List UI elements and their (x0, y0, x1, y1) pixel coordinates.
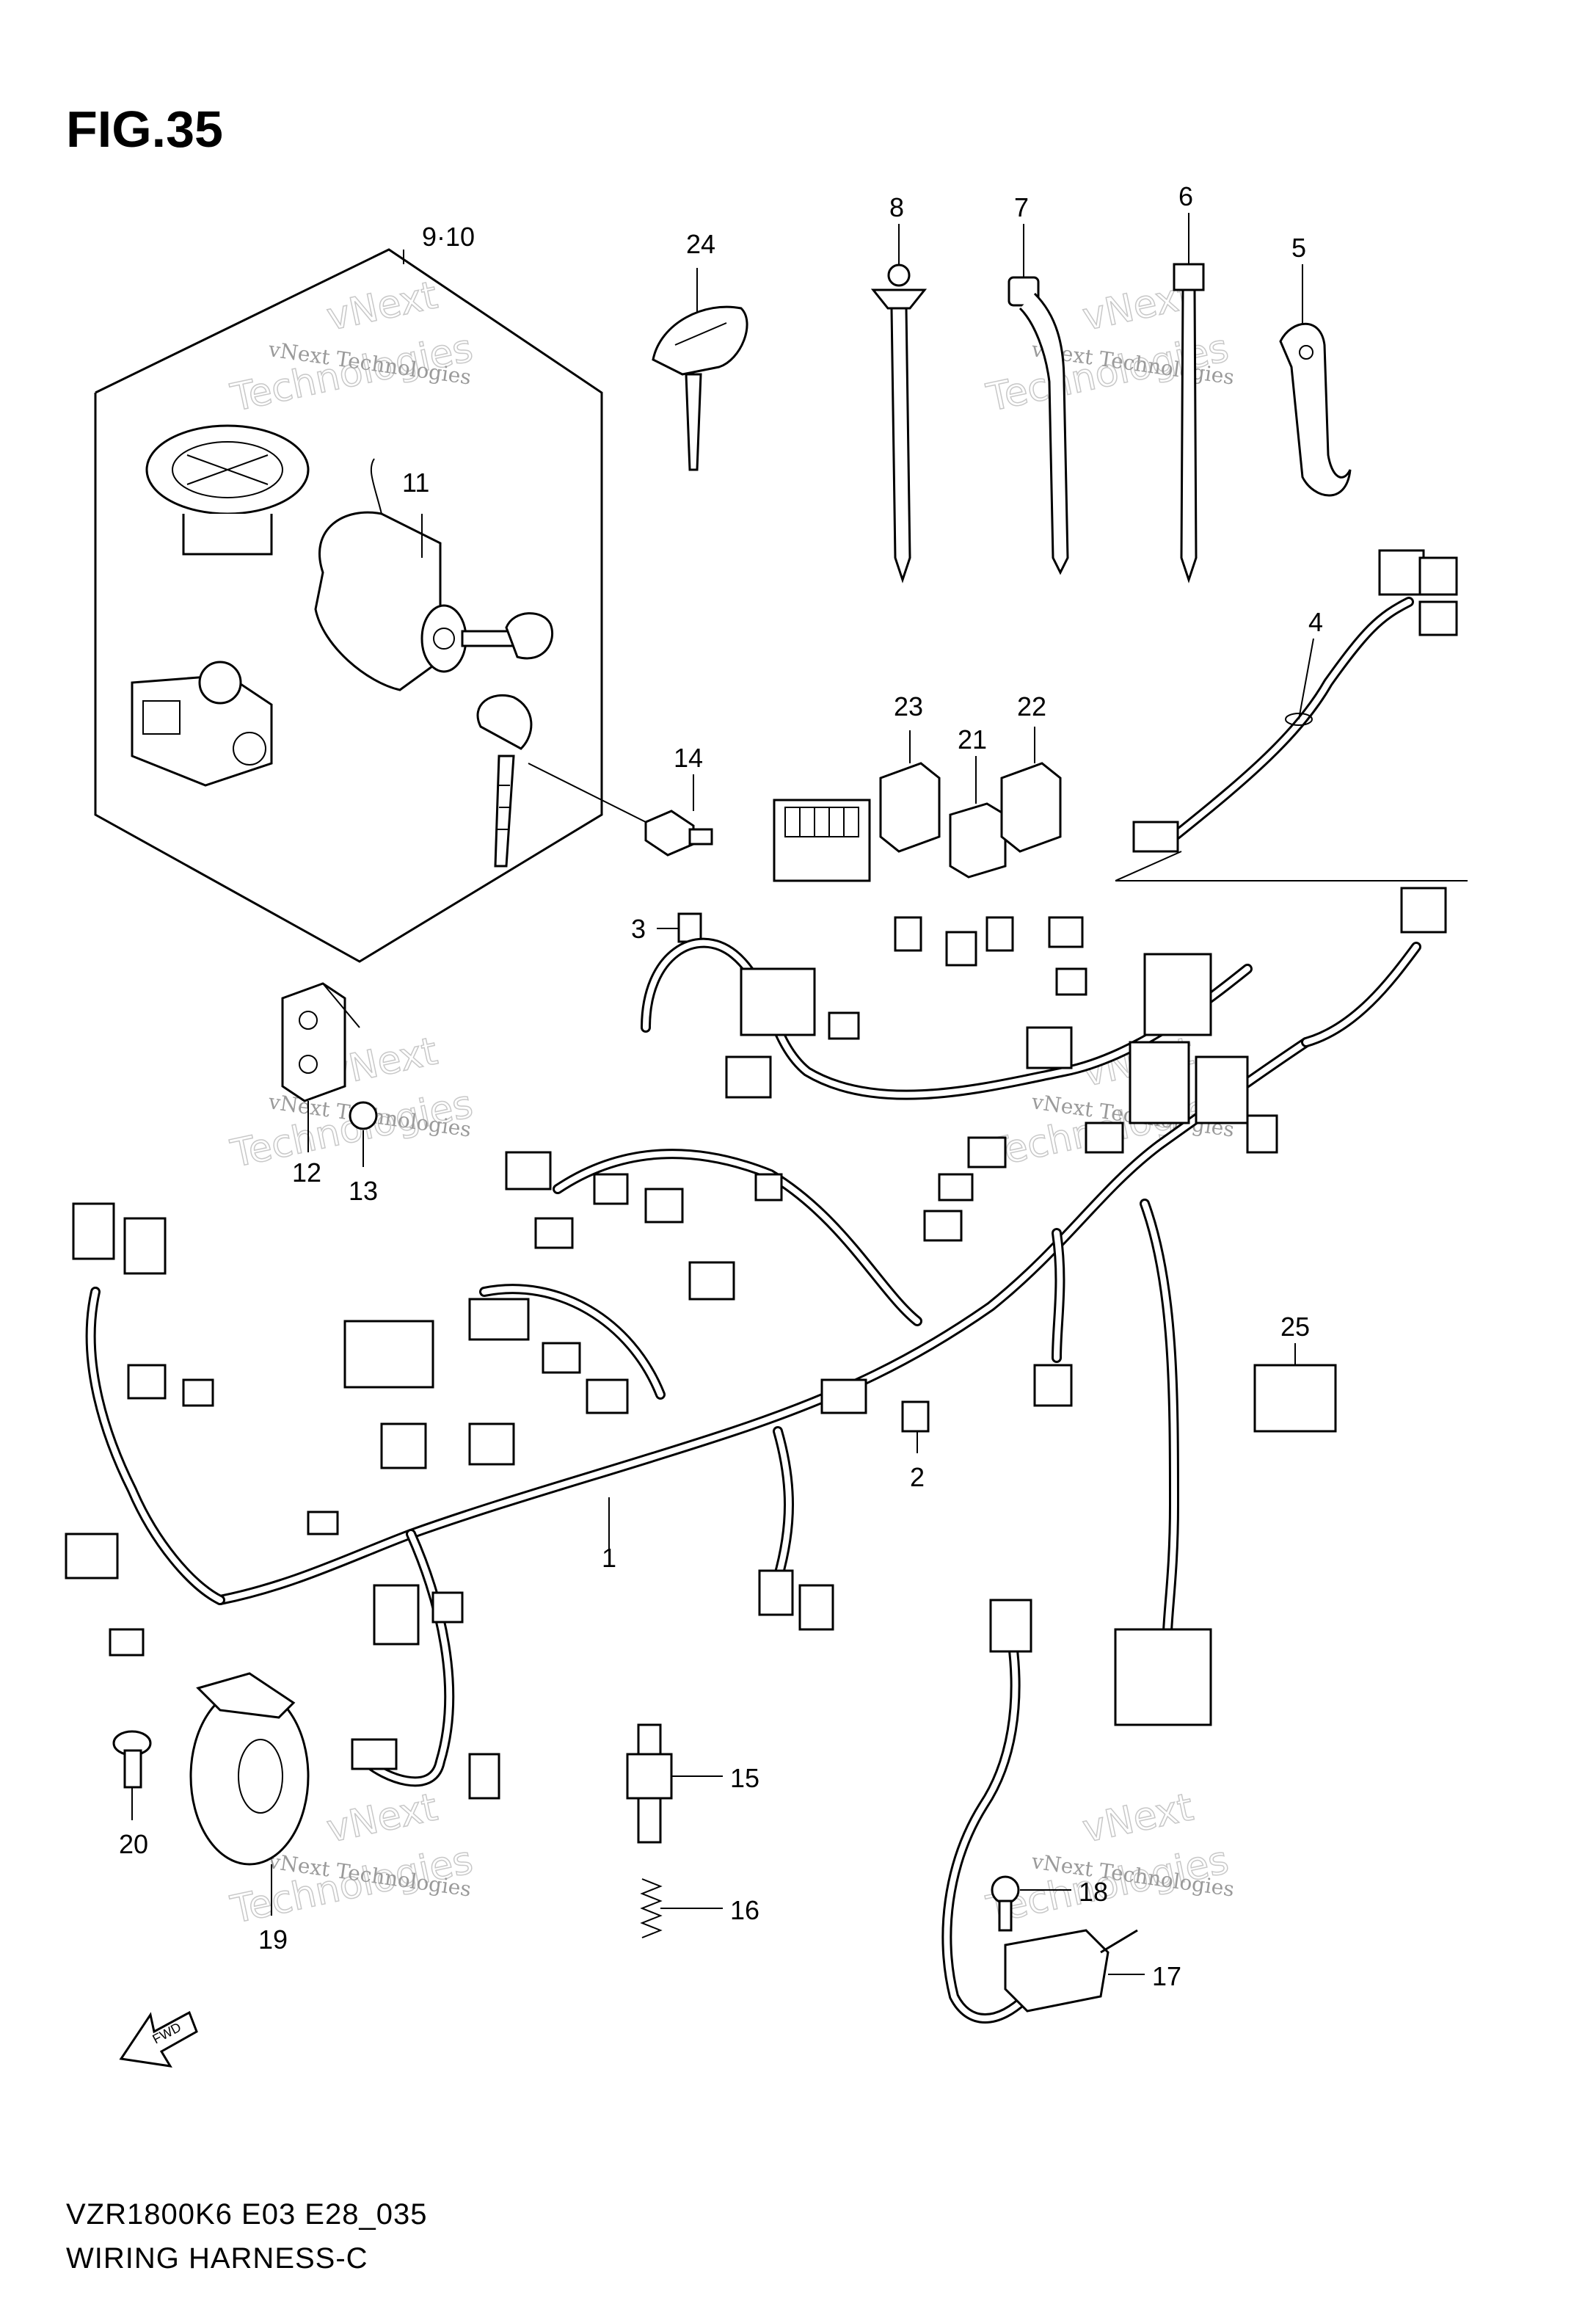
svg-text:vNext: vNext (323, 273, 441, 339)
bracket-12 (281, 982, 360, 1102)
bolt-14 (644, 810, 713, 857)
callout-4: 4 (1308, 607, 1323, 637)
callout-14: 14 (674, 743, 703, 773)
switch-15 (626, 1723, 673, 1844)
callout-8: 8 (889, 192, 904, 222)
spring-16 (640, 1878, 663, 1938)
sensor-17 (941, 1599, 1138, 2024)
callout-16: 16 (730, 1895, 759, 1925)
watermark-bottom-right: vNext Technologies vNext Technologies (983, 1785, 1236, 1933)
tie-strap-8 (870, 263, 928, 584)
callout-18: 18 (1079, 1877, 1108, 1907)
callout-19: 19 (258, 1924, 288, 1955)
callout-2: 2 (910, 1462, 925, 1492)
tie-strap-5 (1279, 322, 1352, 497)
svg-text:vNext: vNext (323, 1785, 441, 1851)
callout-23: 23 (894, 691, 923, 721)
svg-text:vNext: vNext (1079, 1785, 1197, 1851)
watermark-top-left: vNext Technologies vNext Technologies (227, 273, 478, 421)
bolt-20 (112, 1730, 152, 1789)
fuse-3 (677, 912, 702, 943)
seat-lock (131, 661, 273, 787)
callout-22: 22 (1017, 691, 1046, 721)
callout-12: 12 (292, 1157, 321, 1188)
callout-9-10: 9·10 (422, 222, 475, 252)
leader-lines (131, 213, 1468, 1975)
callout-15: 15 (730, 1763, 759, 1793)
callout-7: 7 (1014, 192, 1029, 222)
key (476, 694, 533, 868)
callout-1: 1 (602, 1543, 616, 1573)
watermark-middle-left: vNext Technologies vNext Technologies (227, 1029, 478, 1177)
callout-11: 11 (402, 468, 429, 498)
fwd-arrow-icon: FWD (119, 2010, 198, 2068)
bolt-18 (991, 1875, 1020, 1932)
ignition-switch (314, 458, 554, 691)
callout-24: 24 (686, 229, 715, 259)
callout-6: 6 (1178, 181, 1193, 211)
callout-17: 17 (1152, 1961, 1181, 1991)
model-code: VZR1800K6 E03 E28_035 (66, 2198, 427, 2231)
callout-13: 13 (349, 1176, 378, 1206)
callout-5: 5 (1291, 233, 1306, 263)
label-25 (1253, 1364, 1337, 1433)
callout-3: 3 (631, 914, 646, 944)
figure-title: FIG.35 (66, 101, 223, 158)
bolt-13 (349, 1101, 378, 1130)
key-24 (652, 305, 748, 471)
lock-set-group (94, 248, 646, 963)
main-harness-1 (65, 887, 1447, 1800)
tie-strap-6 (1173, 263, 1205, 584)
relays (773, 762, 1062, 882)
fuel-cap (145, 424, 310, 556)
sub-harness-4 (1132, 549, 1458, 853)
horn (189, 1672, 310, 1866)
figure-subtitle: WIRING HARNESS-C (66, 2242, 368, 2275)
callout-20: 20 (119, 1829, 148, 1859)
callout-21: 21 (958, 724, 987, 755)
callout-25: 25 (1280, 1312, 1310, 1342)
tie-strap-7 (1007, 276, 1069, 575)
